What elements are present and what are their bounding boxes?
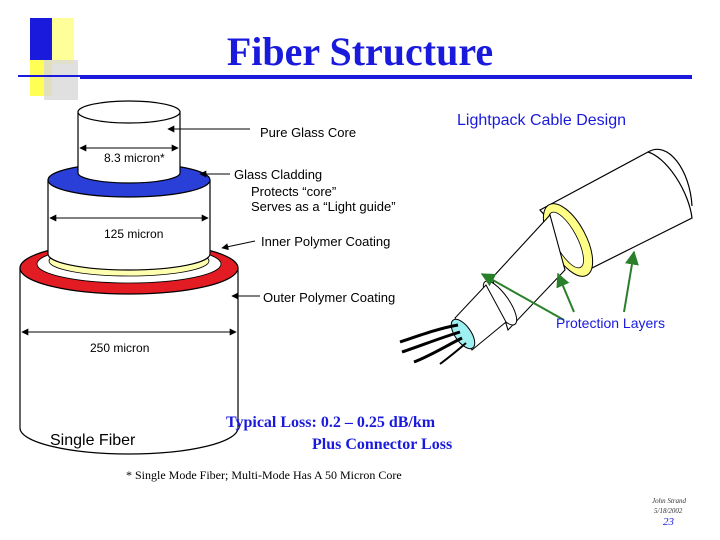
cladding-desc-line2: Serves as a “Light guide” xyxy=(251,199,396,214)
footnote: * Single Mode Fiber; Multi-Mode Has A 50… xyxy=(126,468,402,482)
protection-arrow-left xyxy=(480,273,565,321)
inner-coating-label: Inner Polymer Coating xyxy=(261,234,391,249)
corner-decoration xyxy=(18,18,80,100)
lightpack-cable-drawing xyxy=(399,148,693,365)
cladding-desc-line1: Protects “core” xyxy=(251,184,337,199)
protection-arrow-middle xyxy=(556,272,575,313)
page-number: 23 xyxy=(663,516,674,528)
single-fiber-drawing xyxy=(19,100,239,455)
footer-author: John Strand xyxy=(652,497,687,505)
connector-loss-text: Plus Connector Loss xyxy=(312,436,453,453)
page-title: Fiber Structure xyxy=(226,29,494,74)
core-size-label: 8.3 micron* xyxy=(104,151,165,165)
footer-date: 5/18/2002 xyxy=(654,507,683,515)
core-label: Pure Glass Core xyxy=(260,125,357,140)
cladding-size-label: 125 micron xyxy=(104,227,164,241)
cable-design-title: Lightpack Cable Design xyxy=(457,112,626,129)
protection-layers-label: Protection Layers xyxy=(556,315,665,331)
outer-size-label: 250 micron xyxy=(90,341,150,355)
cladding-label: Glass Cladding xyxy=(234,167,323,182)
protection-arrow-right xyxy=(623,250,639,313)
inner-coating-pointer-arrow xyxy=(221,240,256,251)
single-fiber-caption: Single Fiber xyxy=(50,432,136,449)
outer-coating-label: Outer Polymer Coating xyxy=(263,290,396,305)
typical-loss-text: Typical Loss: 0.2 – 0.25 dB/km xyxy=(226,414,436,431)
